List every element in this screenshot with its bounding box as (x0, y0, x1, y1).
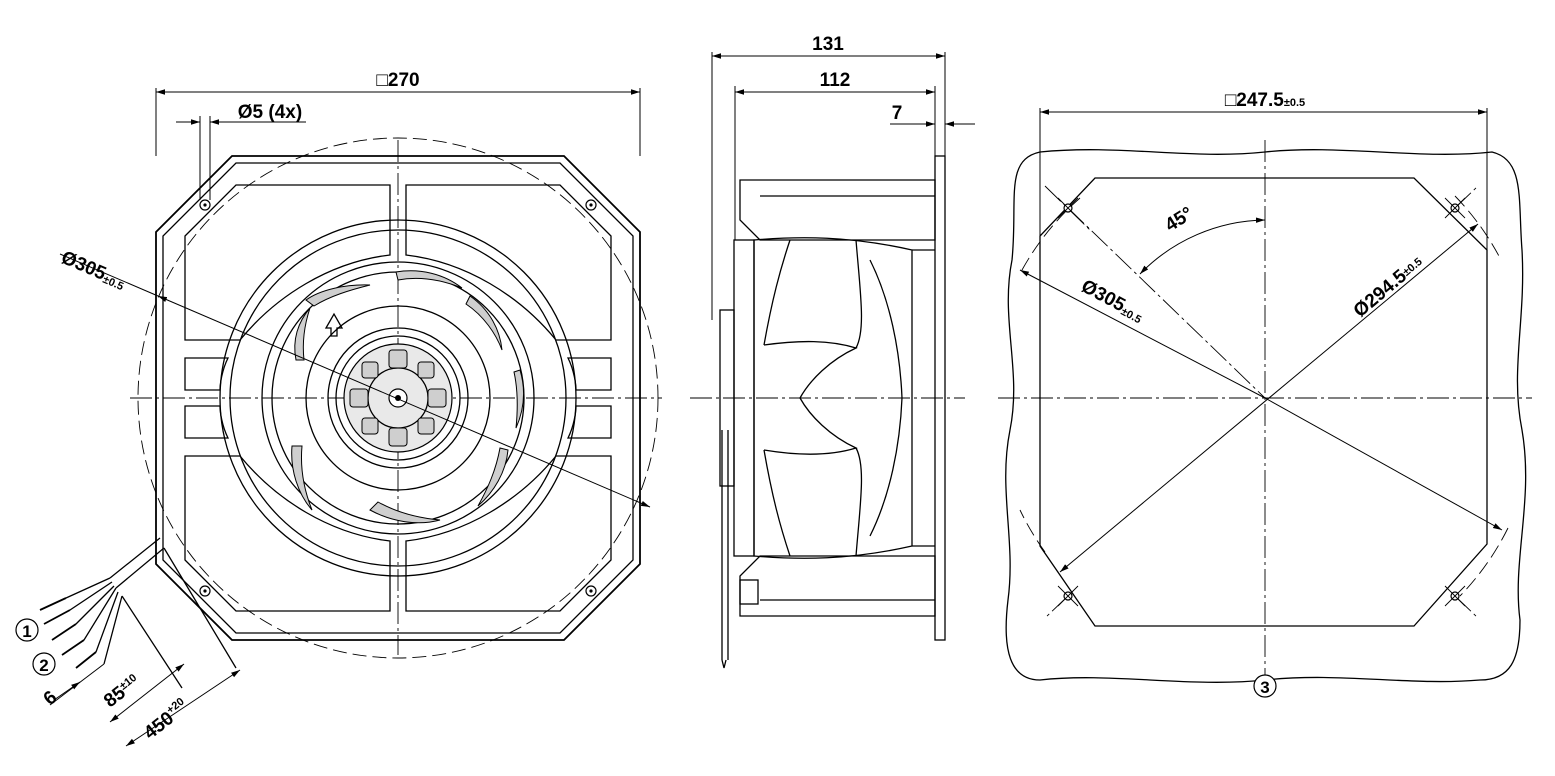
dim-bolt-circle-tol: ±0.5 (1401, 256, 1425, 279)
svg-text:Ø294.5±0.5: Ø294.5±0.5 (1350, 252, 1428, 322)
callout-3: 3 (1260, 678, 1269, 697)
svg-text:450+20: 450+20 (140, 696, 193, 744)
dim-depth-131: 131 (812, 34, 844, 55)
svg-text:85±10: 85±10 (100, 671, 144, 712)
front-view: 1 2 □270 Ø5 (4x) Ø305±0.5 6 85±10 450+20 (15, 70, 662, 747)
side-view: 131 112 7 (690, 34, 975, 669)
cutout-bolt-holes (1057, 197, 1466, 607)
cutout-opening (1039, 177, 1488, 627)
dim-front-dia-305: Ø305 (58, 247, 109, 285)
dim-front-dia-305-tol: ±0.5 (101, 274, 125, 293)
cutout-break-outline (1005, 149, 1527, 683)
dim-bolt-circle-294-5: Ø294.5 (1350, 265, 1412, 321)
callout-2: 2 (39, 656, 48, 675)
svg-text:□247.5±0.5: □247.5±0.5 (1225, 90, 1305, 111)
dim-hole-spacing-247-5: □247.5 (1225, 90, 1284, 111)
dim-hole-spacing-tol: ±0.5 (1284, 97, 1305, 109)
dim-hole-5-4x: Ø5 (4x) (238, 102, 302, 123)
cutout-view: □247.5±0.5 45° Ø305±0.5 Ø294.5±0.5 3 (998, 90, 1532, 698)
cable-leads (39, 537, 237, 689)
svg-text:Ø305±0.5: Ø305±0.5 (58, 247, 129, 293)
dim-flange-7: 7 (892, 103, 903, 124)
dim-width-270: □270 (376, 70, 419, 91)
fan-housing-outline (155, 155, 641, 641)
callout-1: 1 (22, 622, 31, 641)
dim-angle-45: 45° (1162, 203, 1197, 236)
dim-depth-112: 112 (820, 70, 851, 91)
